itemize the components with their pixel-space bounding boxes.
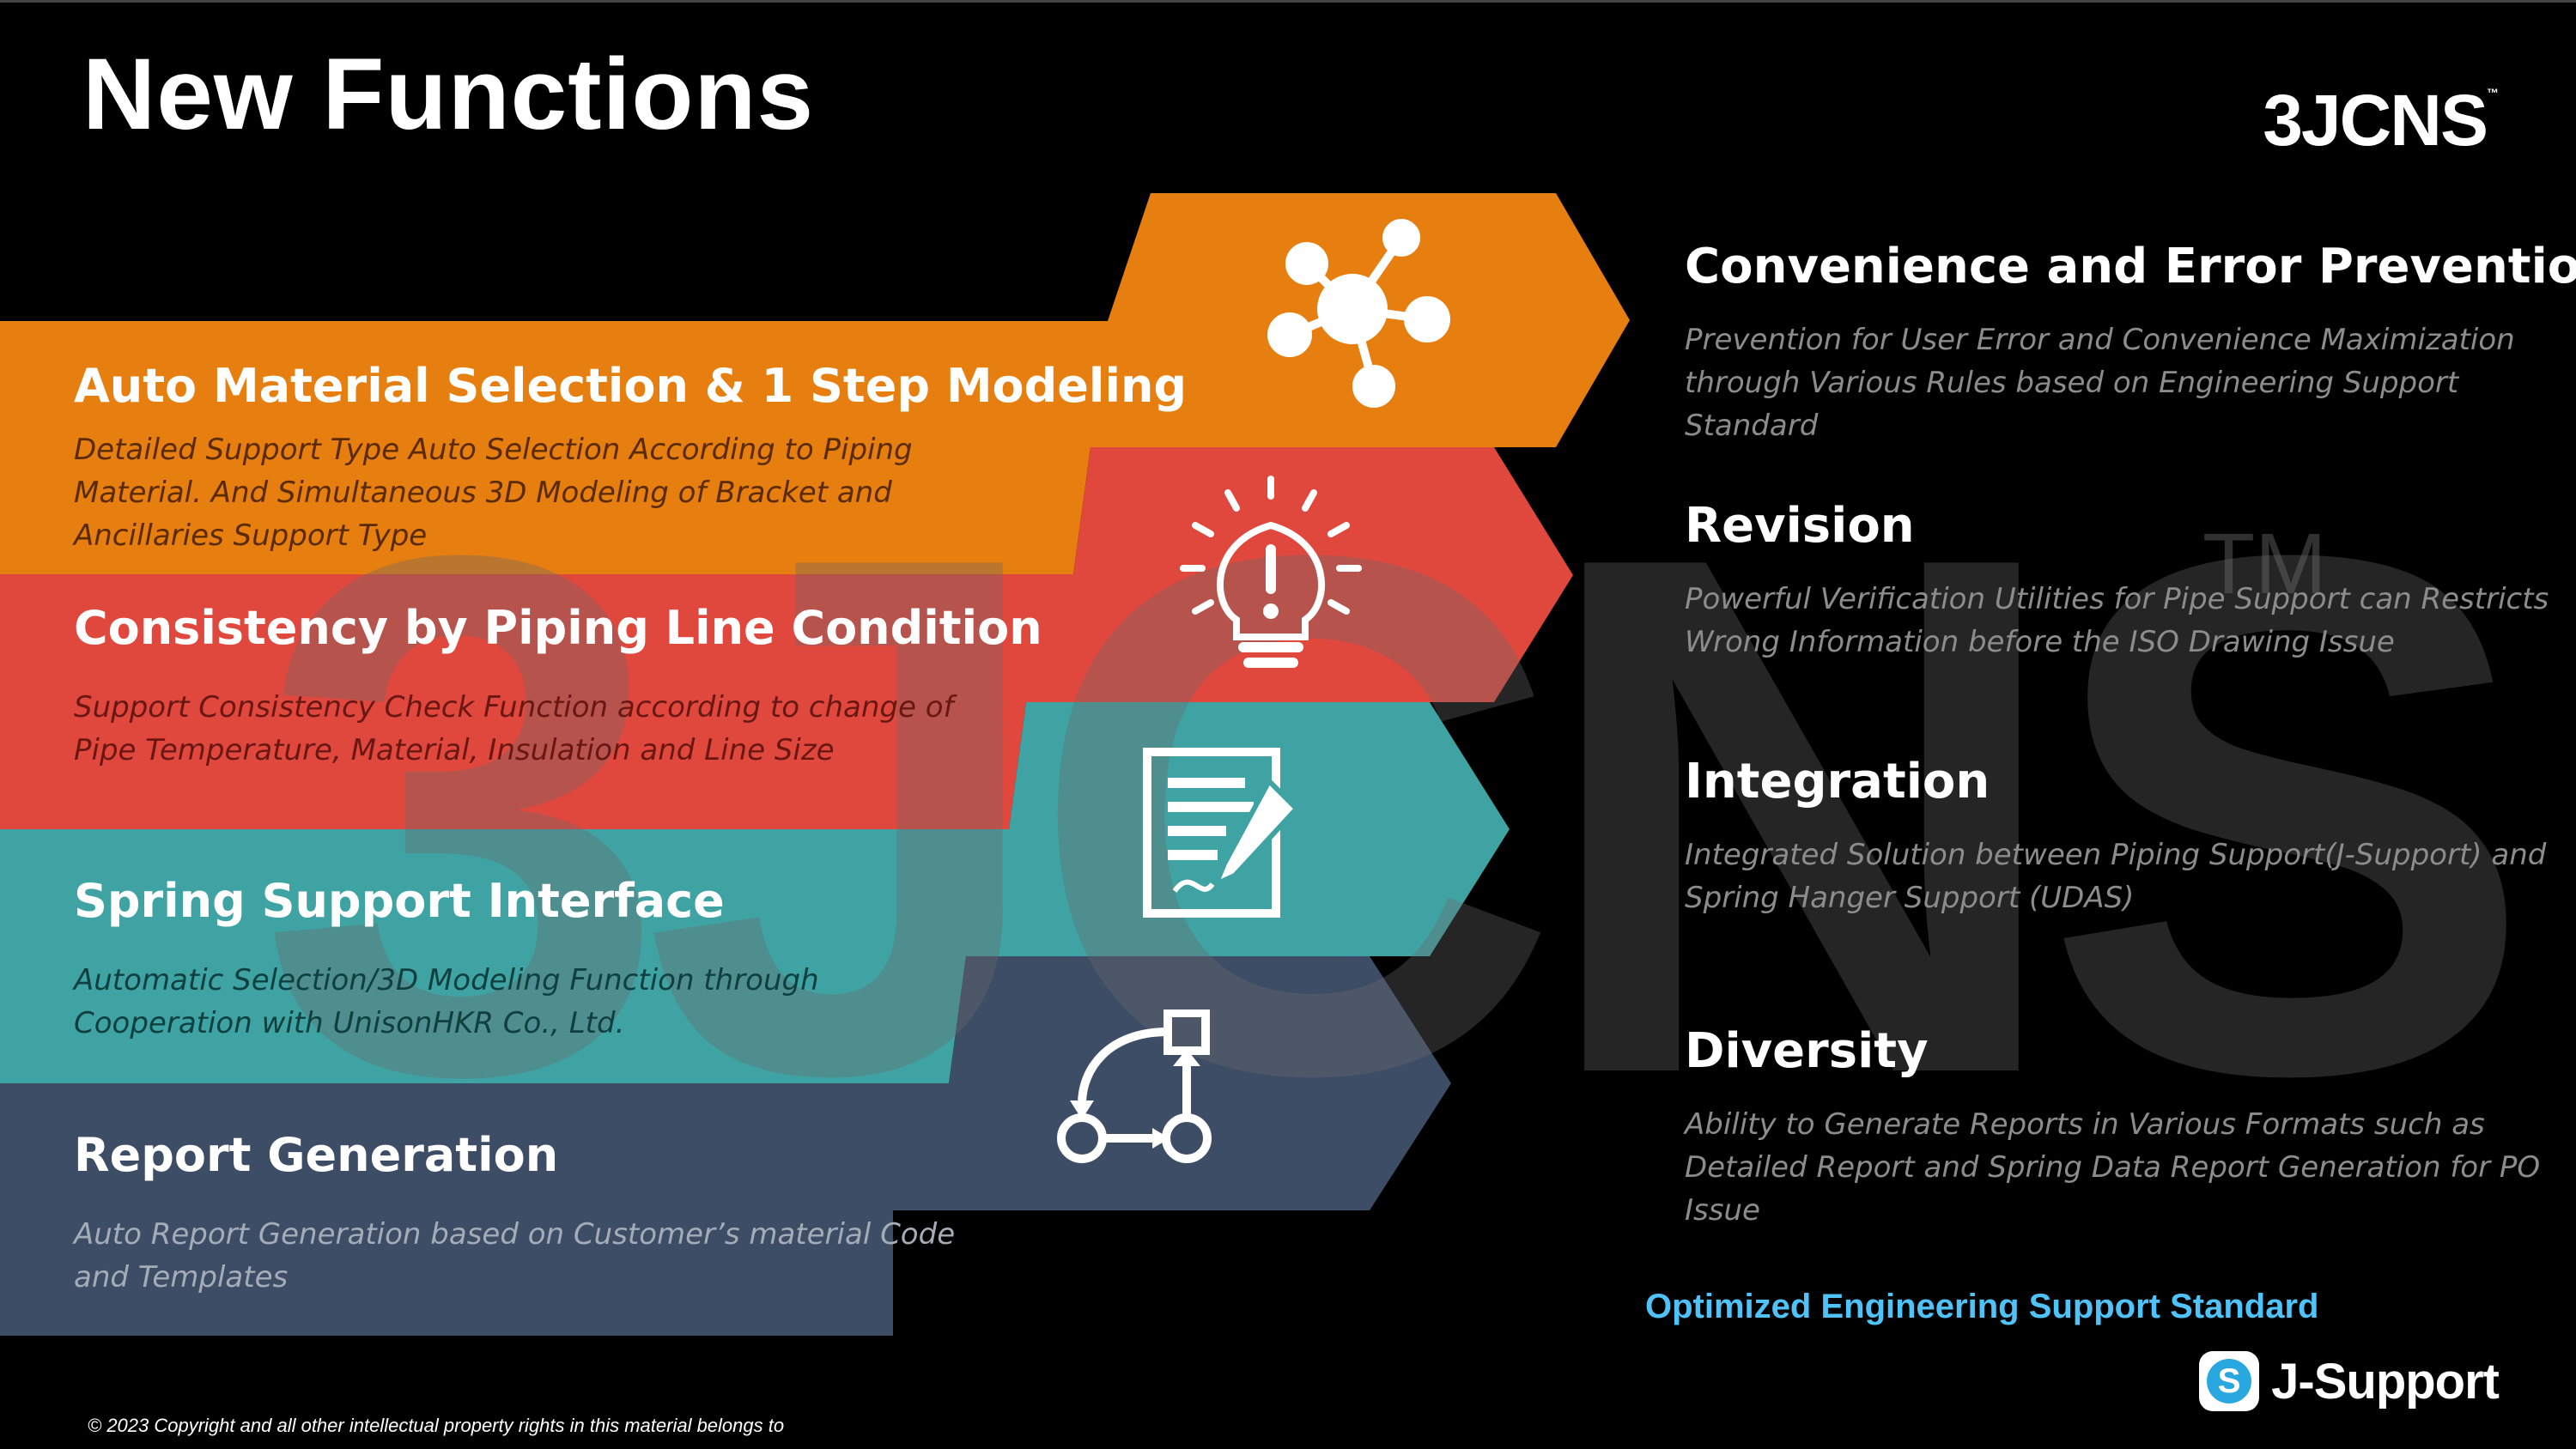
brand-logo: 3JCNS™: [2263, 79, 2499, 162]
right-item-3: Integration Integrated Solution between …: [1685, 754, 2552, 919]
band-text-2: Consistency by Piping Line Condition Sup…: [74, 601, 1042, 772]
band-title: Consistency by Piping Line Condition: [74, 601, 1042, 655]
right-item-title: Convenience and Error Prevention: [1685, 239, 2576, 294]
product-badge-icon: S: [2199, 1351, 2260, 1411]
right-item-4: Diversity Ability to Generate Reports in…: [1685, 1023, 2552, 1232]
band-desc: Auto Report Generation based on Customer…: [74, 1217, 956, 1294]
product-name: J-Support: [2271, 1353, 2500, 1410]
band-title: Auto Material Selection & 1 Step Modelin…: [74, 359, 1188, 413]
right-item-desc: Integrated Solution between Piping Suppo…: [1685, 838, 2547, 915]
right-item-desc: Powerful Verification Utilities for Pipe…: [1685, 582, 2549, 659]
band-text-3: Spring Support Interface Automatic Selec…: [74, 874, 984, 1045]
copyright-notice: © 2023 Copyright and all other intellect…: [88, 1415, 785, 1436]
band-slate: [0, 956, 1451, 1336]
right-item-desc: Ability to Generate Reports in Various F…: [1685, 1107, 2541, 1228]
right-item-desc: Prevention for User Error and Convenienc…: [1685, 323, 2515, 443]
watermark-trademark: TM: [2202, 516, 2327, 612]
band-red: [0, 447, 1573, 829]
band-orange: [0, 193, 1630, 574]
brand-logo-text: 3JCNS: [2263, 80, 2488, 161]
tagline: Optimized Engineering Support Standard: [1645, 1288, 2319, 1325]
lightbulb-icon: [1180, 476, 1362, 668]
top-divider: [0, 0, 2576, 3]
right-item-title: Integration: [1685, 754, 1990, 809]
band-desc: Detailed Support Type Auto Selection Acc…: [74, 433, 913, 553]
band-title: Spring Support Interface: [74, 874, 725, 928]
band-text-4: Report Generation Auto Report Generation…: [74, 1128, 984, 1299]
right-item-title: Diversity: [1685, 1023, 1929, 1079]
right-item-1: Convenience and Error Prevention Prevent…: [1685, 239, 2576, 447]
right-item-2: Revision Powerful Verification Utilities…: [1685, 498, 2552, 664]
watermark-logo: 3JCNS: [258, 403, 2535, 1228]
page-title: New Functions: [82, 38, 815, 151]
right-item-title: Revision: [1685, 498, 1915, 554]
band-text-1: Auto Material Selection & 1 Step Modelin…: [74, 359, 1187, 557]
product-logo: S J-Support: [2199, 1351, 2500, 1411]
band-teal: [0, 702, 1510, 1083]
band-title: Report Generation: [74, 1128, 559, 1182]
document-pen-icon: [1143, 748, 1301, 918]
network-hub-icon: [1267, 219, 1450, 408]
band-desc: Support Consistency Check Function accor…: [74, 690, 954, 767]
brand-trademark: ™: [2487, 86, 2499, 100]
band-desc: Automatic Selection/3D Modeling Function…: [74, 963, 819, 1040]
workflow-icon: [1057, 1009, 1212, 1163]
